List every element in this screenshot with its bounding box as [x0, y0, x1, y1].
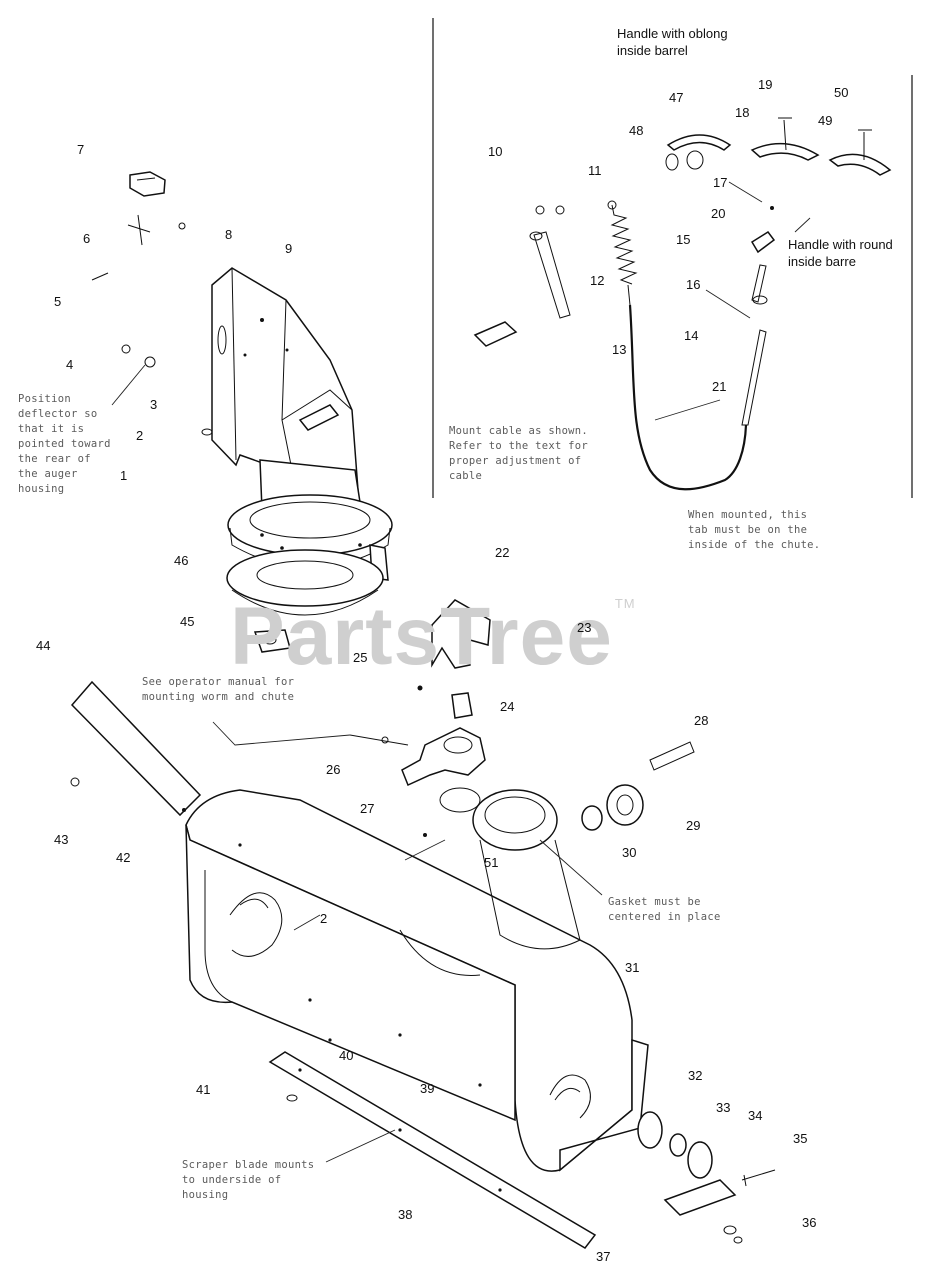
part-number-16: 16 [686, 277, 701, 292]
note-handle-round: Handle with round inside barre [788, 237, 893, 269]
part-number-28: 28 [694, 713, 709, 728]
part-number-30: 30 [622, 845, 637, 860]
note-handle-oblong: Handle with oblong inside barrel [617, 26, 728, 58]
note-chute-tab: When mounted, this tab must be on the in… [688, 509, 821, 551]
part-number-23: 23 [577, 620, 592, 635]
note-worm: See operator manual for mounting worm an… [142, 676, 295, 703]
note-gasket: Gasket must be centered in place [608, 896, 721, 923]
part-number-4: 4 [66, 357, 74, 372]
part-number-45: 45 [180, 614, 195, 629]
cable-handle-assembly [473, 117, 892, 491]
part-number-22: 22 [495, 545, 510, 560]
part-number-10: 10 [488, 144, 503, 159]
part-number-41: 41 [196, 1082, 211, 1097]
part-number-21: 21 [712, 379, 727, 394]
part-number-24: 24 [500, 699, 515, 714]
chute-assembly [91, 171, 393, 653]
part-number-36: 36 [802, 1215, 817, 1230]
part-number-5: 5 [54, 294, 62, 309]
part-number-51: 51 [484, 855, 499, 870]
part-number-20: 20 [711, 206, 726, 221]
part-number-43: 43 [54, 832, 69, 847]
part-number-44: 44 [36, 638, 51, 653]
part-number-38: 38 [398, 1207, 413, 1222]
part-number-11: 11 [588, 163, 602, 178]
part-number-18: 18 [735, 105, 750, 120]
part-number-40: 40 [339, 1048, 354, 1063]
note-scraper: Scraper blade mounts to underside of hou… [182, 1159, 315, 1201]
part-number-48: 48 [629, 123, 644, 138]
part-number-12: 12 [590, 273, 605, 288]
part-number-46: 46 [174, 553, 189, 568]
part-number-2-housing: 2 [320, 911, 328, 926]
part-number-42: 42 [116, 850, 131, 865]
part-number-26: 26 [326, 762, 341, 777]
part-number-1: 1 [120, 468, 128, 483]
part-number-14: 14 [684, 328, 699, 343]
part-number-49: 49 [818, 113, 833, 128]
part-number-25: 25 [353, 650, 368, 665]
auger-housing [70, 364, 776, 1249]
part-number-9: 9 [285, 241, 293, 256]
part-number-33: 33 [716, 1100, 731, 1115]
part-number-3: 3 [150, 397, 158, 412]
part-number-50: 50 [834, 85, 849, 100]
watermark-trademark: TM [614, 596, 636, 611]
part-number-27: 27 [360, 801, 375, 816]
part-number-32: 32 [688, 1068, 703, 1083]
part-number-7: 7 [77, 142, 85, 157]
part-number-8: 8 [225, 227, 233, 242]
part-number-35: 35 [793, 1131, 808, 1146]
part-number-15: 15 [676, 232, 691, 247]
part-number-2: 2 [136, 428, 144, 443]
watermark-text: PartsTree [230, 591, 613, 682]
part-number-39: 39 [420, 1081, 435, 1096]
part-number-37: 37 [596, 1249, 611, 1264]
part-number-34: 34 [748, 1108, 763, 1123]
part-number-31: 31 [625, 960, 640, 975]
note-deflector: Position deflector so that it is pointed… [18, 393, 111, 495]
part-number-17: 17 [713, 175, 728, 190]
part-number-29: 29 [686, 818, 701, 833]
part-number-19: 19 [758, 77, 773, 92]
note-cable-mount: Mount cable as shown. Refer to the text … [449, 425, 589, 482]
part-number-13: 13 [612, 342, 627, 357]
part-number-6: 6 [83, 231, 91, 246]
part-number-47: 47 [669, 90, 684, 105]
